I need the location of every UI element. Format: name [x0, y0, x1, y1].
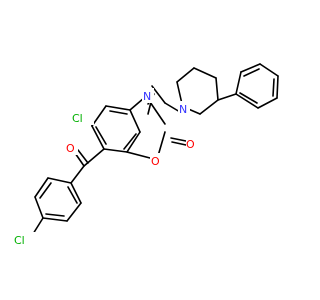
bond: [276, 75, 279, 99]
bond: [176, 67, 195, 83]
bond: [77, 149, 89, 164]
bond: [126, 131, 141, 153]
atom-label-n-ring: N: [143, 90, 151, 103]
atom-label-n-piperidine: N: [179, 103, 187, 116]
bond: [170, 137, 187, 142]
bond: [123, 133, 137, 150]
bond: [193, 67, 217, 79]
bond: [157, 131, 166, 157]
bond: [34, 177, 49, 198]
bond: [95, 126, 107, 145]
bond: [215, 77, 219, 101]
bond: [164, 102, 181, 113]
bond: [103, 148, 128, 153]
bond: [91, 125, 105, 150]
bond: [83, 148, 105, 167]
atom-label-o-ketone: O: [66, 142, 75, 155]
bond: [109, 110, 128, 115]
bond: [74, 152, 85, 167]
label-backdrop: [150, 153, 162, 168]
bond: [240, 63, 261, 73]
bond: [126, 151, 151, 159]
bond: [45, 213, 65, 217]
atom-label-cl-phenyl: Cl: [14, 234, 25, 247]
label-backdrop: [178, 101, 190, 116]
bond: [239, 92, 258, 104]
atom-label-o-ring: O: [151, 155, 160, 168]
bond: [171, 141, 187, 146]
bond: [42, 217, 68, 222]
atom-label-o-carbonyl-ring: O: [186, 138, 195, 151]
bond: [217, 93, 237, 101]
structure-drawing: Cl N O O O N Cl: [14, 63, 279, 247]
bond: [34, 196, 44, 219]
bond: [32, 217, 44, 235]
bond: [272, 78, 275, 97]
label-backdrop: [66, 140, 78, 155]
label-backdrop: [72, 110, 94, 125]
bond: [39, 182, 52, 199]
bond: [66, 202, 82, 222]
bond: [67, 186, 78, 204]
bond: [129, 109, 141, 133]
bond: [235, 93, 259, 109]
bond: [105, 105, 131, 111]
bond: [259, 63, 279, 77]
molecule-canvas: Cl N O O O N Cl: [14, 63, 279, 247]
atom-label-layer: Cl N O O O N Cl: [14, 88, 198, 247]
bond: [149, 101, 166, 125]
bond: [243, 68, 260, 77]
label-backdrop: [14, 232, 36, 247]
atom-label-cl-ring: Cl: [72, 112, 83, 125]
bond-layer: [32, 63, 279, 235]
bond: [70, 182, 82, 204]
bond: [129, 97, 145, 111]
bond: [70, 165, 85, 184]
bond: [235, 71, 242, 95]
bond: [257, 97, 278, 109]
bond: [91, 105, 107, 127]
bond: [47, 177, 72, 184]
label-backdrop: [186, 136, 198, 151]
bond: [176, 81, 183, 105]
bond: [199, 99, 219, 115]
bond: [151, 85, 166, 104]
label-backdrop: [142, 88, 154, 103]
